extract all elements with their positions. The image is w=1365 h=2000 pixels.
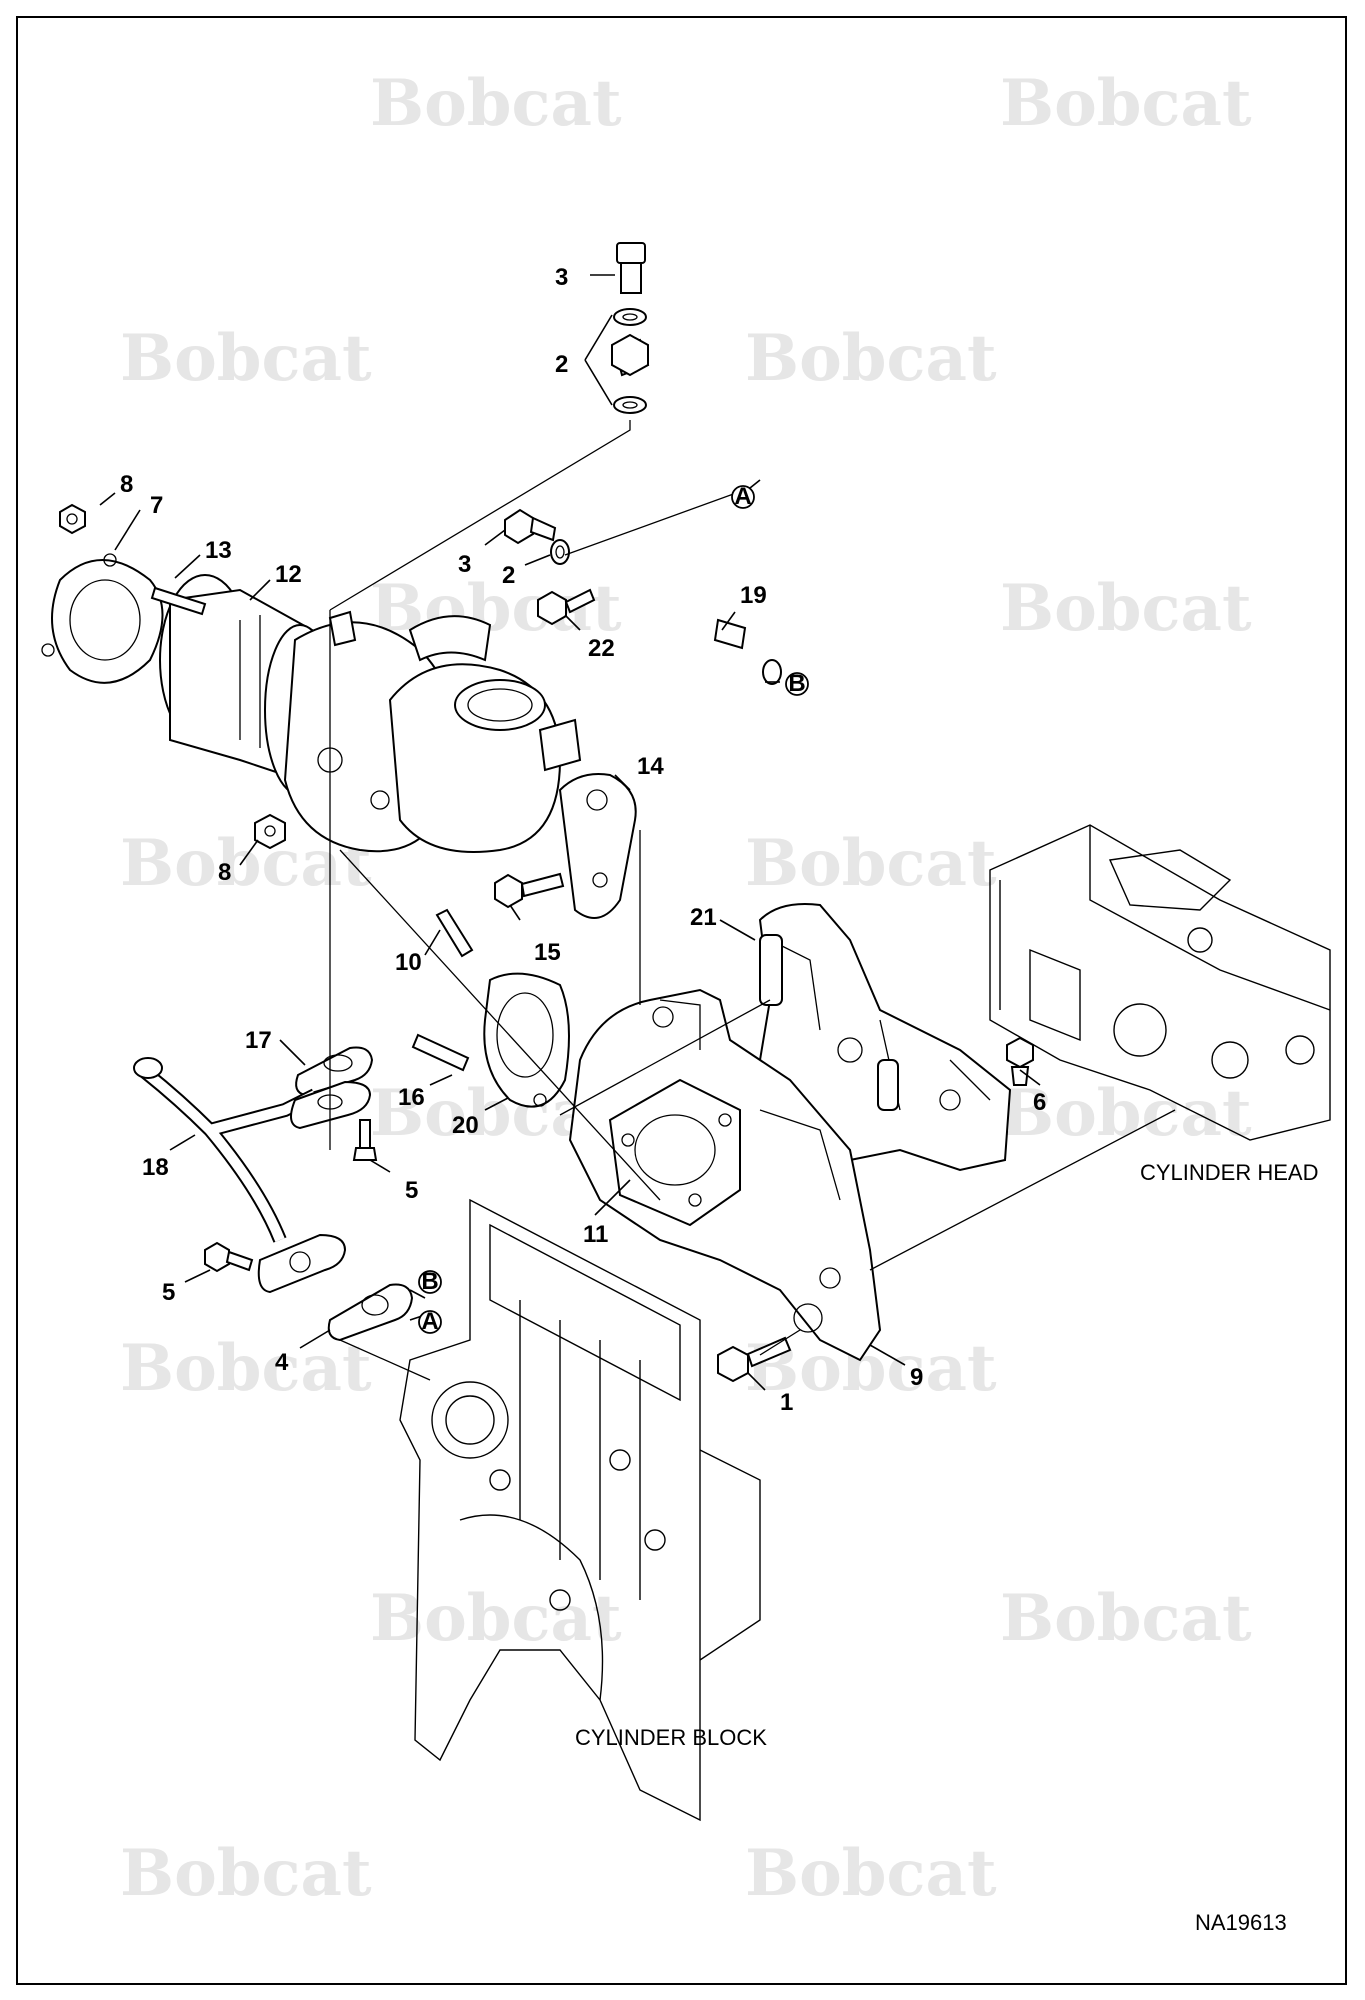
callout-17: 17 bbox=[245, 1027, 272, 1054]
gasket-14 bbox=[558, 773, 637, 919]
turbocharger-12 bbox=[159, 574, 582, 853]
watermark: Bobcat bbox=[120, 1331, 372, 1406]
watermark: Bobcat bbox=[745, 1836, 997, 1911]
callout-3: 3 bbox=[458, 551, 471, 578]
svg-text:Bobcat: Bobcat bbox=[1000, 571, 1252, 646]
callout-2: 2 bbox=[502, 562, 515, 589]
cylinder-block-drawing bbox=[399, 1198, 761, 1822]
svg-text:Bobcat: Bobcat bbox=[745, 1836, 997, 1911]
washer-2-middle bbox=[550, 539, 570, 565]
callout-4: 4 bbox=[275, 1349, 289, 1376]
gasket-11 bbox=[608, 1078, 741, 1227]
watermark: Bobcat bbox=[1000, 1581, 1252, 1656]
callout-1: 1 bbox=[780, 1389, 793, 1416]
callout-12: 12 bbox=[275, 561, 302, 588]
connector-a-lower: A bbox=[418, 1308, 442, 1335]
washer-b-end bbox=[762, 659, 782, 685]
reference-lines bbox=[329, 420, 1176, 1381]
connector-b-upper: B bbox=[785, 670, 809, 697]
svg-text:B: B bbox=[421, 1268, 438, 1295]
banjo-bolt-3 bbox=[616, 242, 646, 294]
bolt-5-lower bbox=[204, 1241, 254, 1273]
callout-15: 15 bbox=[534, 939, 561, 966]
cylinder-head-label: CYLINDER HEAD bbox=[1140, 1160, 1318, 1185]
connector-a-upper: A bbox=[731, 483, 755, 510]
gasket-20 bbox=[483, 972, 570, 1108]
svg-text:Bobcat: Bobcat bbox=[370, 66, 622, 141]
svg-text:Bobcat: Bobcat bbox=[1000, 1076, 1252, 1151]
watermark: Bobcat bbox=[120, 1836, 372, 1911]
svg-text:A: A bbox=[734, 483, 751, 510]
banjo-fitting bbox=[611, 333, 649, 377]
nut-8 bbox=[59, 503, 86, 535]
bolt-5-upper bbox=[352, 1119, 378, 1161]
gasket-7 bbox=[41, 553, 164, 684]
svg-text:Bobcat: Bobcat bbox=[120, 321, 372, 396]
svg-text:B: B bbox=[788, 670, 805, 697]
callout-8: 8 bbox=[218, 859, 231, 886]
watermark: Bobcat bbox=[370, 1581, 622, 1656]
watermark: Bobcat bbox=[370, 571, 622, 646]
gasket-17 bbox=[295, 1046, 374, 1097]
bolt-22 bbox=[537, 588, 596, 626]
watermark: Bobcat bbox=[120, 321, 372, 396]
watermark: Bobcat bbox=[1000, 66, 1252, 141]
connector-b-lower: B bbox=[418, 1268, 442, 1295]
callout-18: 18 bbox=[142, 1154, 169, 1181]
diagram-frame bbox=[16, 16, 1347, 1985]
leader-lines bbox=[99, 274, 1041, 1391]
watermark: Bobcat bbox=[1000, 1076, 1252, 1151]
svg-text:Bobcat: Bobcat bbox=[120, 1331, 372, 1406]
oil-return-pipe-18 bbox=[133, 1057, 372, 1294]
svg-text:Bobcat: Bobcat bbox=[370, 571, 622, 646]
bolt-6 bbox=[1006, 1036, 1034, 1086]
callout-2: 2 bbox=[555, 351, 568, 378]
callout-6: 6 bbox=[1033, 1089, 1046, 1116]
stud-16 bbox=[411, 1033, 470, 1072]
svg-text:Bobcat: Bobcat bbox=[370, 1581, 622, 1656]
callout-labels: 3 2 8 7 13 12 3 2 22 19 14 8 15 21 10 17… bbox=[120, 264, 1046, 1416]
washer-2-lower bbox=[613, 396, 647, 414]
figure-id-label: NA19613 bbox=[1195, 1910, 1287, 1935]
connector-markers: A B B A bbox=[418, 483, 809, 1335]
callout-8: 8 bbox=[120, 471, 133, 498]
callout-7: 7 bbox=[150, 492, 163, 519]
svg-text:A: A bbox=[421, 1308, 438, 1335]
callout-9: 9 bbox=[910, 1364, 923, 1391]
stud-10 bbox=[435, 908, 474, 958]
callout-11: 11 bbox=[583, 1221, 608, 1248]
gasket-4 bbox=[327, 1283, 414, 1342]
bolt-15 bbox=[494, 872, 565, 909]
heat-shield-21 bbox=[758, 903, 1012, 1172]
callout-21: 21 bbox=[690, 904, 717, 931]
svg-text:Bobcat: Bobcat bbox=[1000, 66, 1252, 141]
callout-19: 19 bbox=[740, 582, 767, 609]
callout-10: 10 bbox=[395, 949, 422, 976]
watermark: Bobcat bbox=[745, 826, 997, 901]
callout-14: 14 bbox=[637, 753, 664, 780]
banjo-bolt-3-lower bbox=[504, 508, 557, 545]
svg-text:Bobcat: Bobcat bbox=[745, 321, 997, 396]
cylinder-block-label: CYLINDER BLOCK bbox=[575, 1725, 767, 1750]
svg-text:Bobcat: Bobcat bbox=[120, 1836, 372, 1911]
callout-20: 20 bbox=[452, 1112, 479, 1139]
watermark: Bobcat bbox=[745, 321, 997, 396]
watermark: Bobcat bbox=[370, 66, 622, 141]
callout-3: 3 bbox=[555, 264, 568, 291]
callout-5: 5 bbox=[162, 1279, 175, 1306]
nut-8-lower bbox=[254, 813, 286, 850]
callout-16: 16 bbox=[398, 1084, 425, 1111]
callout-13: 13 bbox=[205, 537, 232, 564]
callout-22: 22 bbox=[588, 635, 615, 662]
svg-text:Bobcat: Bobcat bbox=[1000, 1581, 1252, 1656]
washer-2-upper bbox=[613, 308, 647, 326]
watermark: Bobcat bbox=[1000, 571, 1252, 646]
watermark-layer: Bobcat Bobcat Bobcat Bobcat Bobcat Bobca… bbox=[120, 66, 1252, 1911]
callout-5: 5 bbox=[405, 1177, 418, 1204]
oil-feed-pipe-19 bbox=[601, 338, 747, 650]
svg-text:Bobcat: Bobcat bbox=[745, 826, 997, 901]
stud-13 bbox=[150, 586, 207, 616]
